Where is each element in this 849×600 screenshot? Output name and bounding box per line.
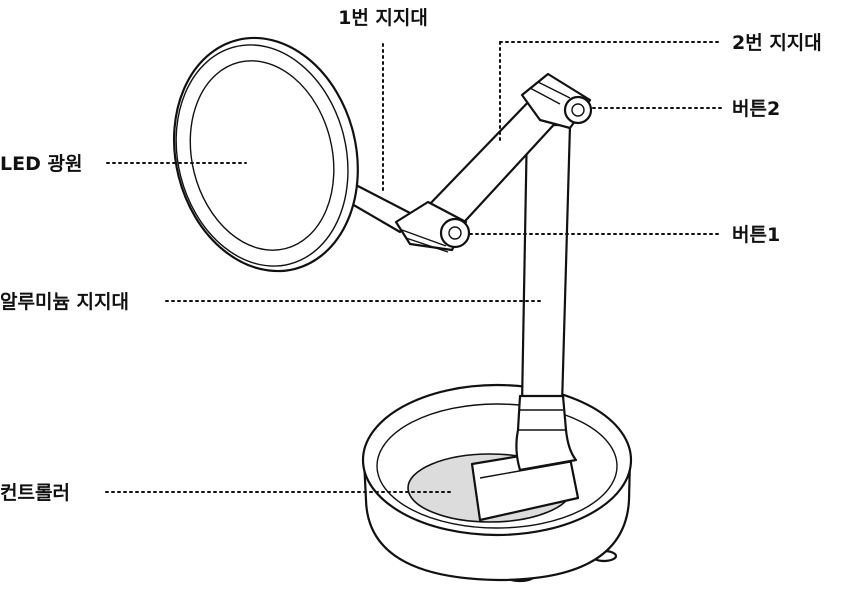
leader-lines xyxy=(105,41,723,493)
label-support-2: 2번 지지대 xyxy=(732,32,822,54)
label-controller: 컨트롤러 xyxy=(0,482,70,504)
label-button-1: 버튼1 xyxy=(732,224,780,246)
joint-lower xyxy=(394,200,471,253)
label-aluminum-support: 알루미늄 지지대 xyxy=(0,291,129,313)
led-mirror xyxy=(172,36,359,273)
label-button-2: 버튼2 xyxy=(732,98,780,120)
lamp-base xyxy=(361,383,633,583)
label-support-1: 1번 지지대 xyxy=(338,7,428,29)
label-led-light: LED 광원 xyxy=(0,153,82,175)
joint-top xyxy=(520,72,593,130)
